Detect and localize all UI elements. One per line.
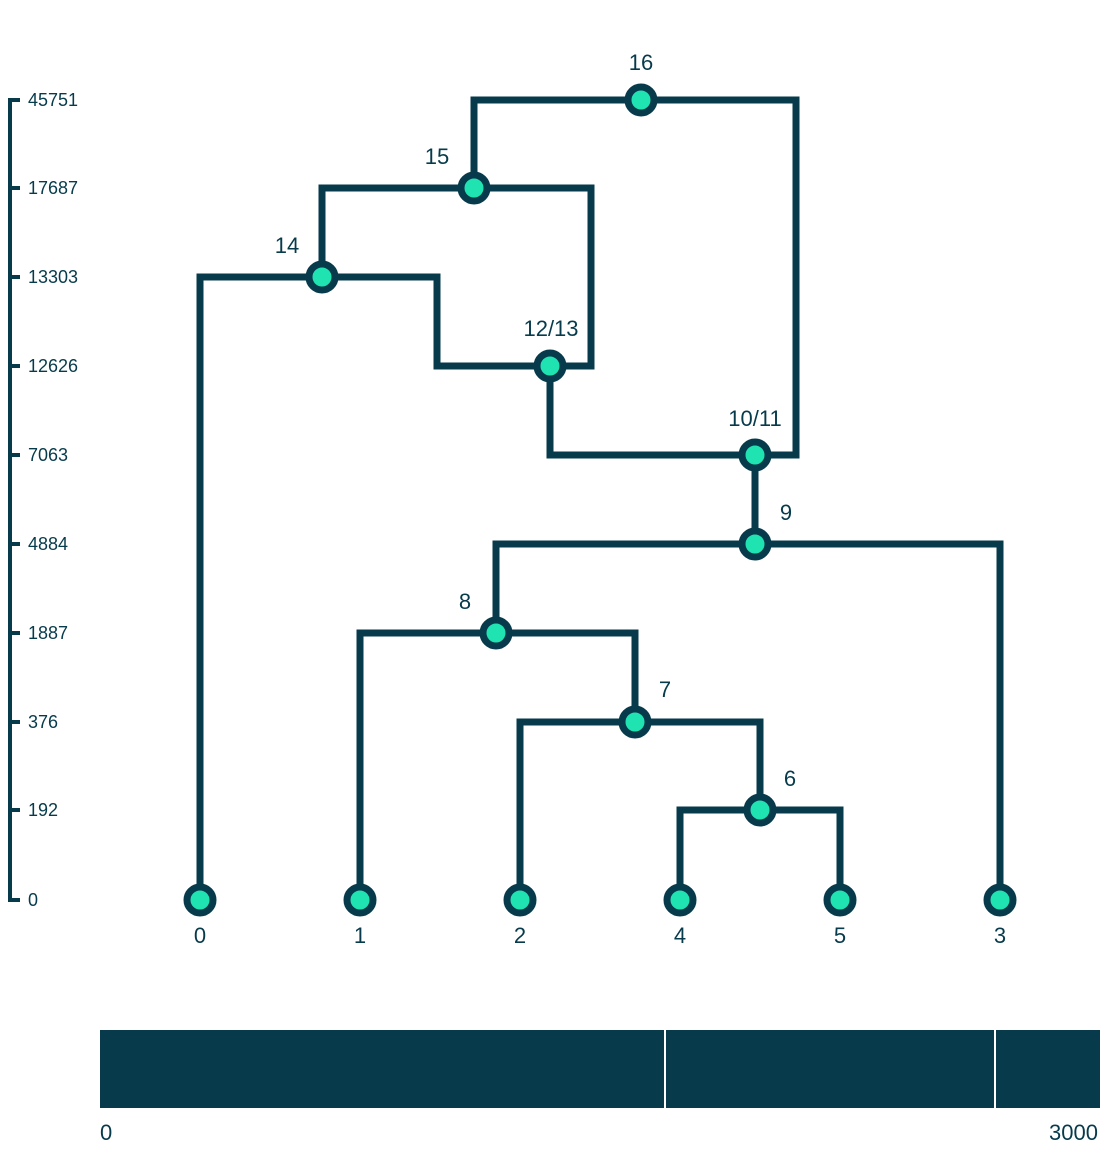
leaf-node-5[interactable] xyxy=(823,883,857,917)
leaf-label: 5 xyxy=(834,923,846,948)
leaf-label: 0 xyxy=(194,923,206,948)
leaf-label: 4 xyxy=(674,923,686,948)
y-tick-label: 376 xyxy=(28,712,58,732)
edge-7-2 xyxy=(516,718,639,904)
node-8[interactable] xyxy=(479,616,513,650)
node-6[interactable] xyxy=(743,793,777,827)
breakpoint-lines xyxy=(664,1030,996,1108)
y-tick-label: 17687 xyxy=(28,178,78,198)
y-axis: 45751 17687 13303 12626 7063 4884 1887 3… xyxy=(8,90,78,910)
node-10-11[interactable] xyxy=(738,438,772,472)
node-label: 16 xyxy=(629,50,653,75)
edge-9-8 xyxy=(492,540,759,637)
node-14[interactable] xyxy=(305,260,339,294)
genome-start-label: 0 xyxy=(100,1120,112,1145)
node-label: 14 xyxy=(275,233,299,258)
node-label: 6 xyxy=(784,766,796,791)
edge-15-12-13 xyxy=(470,184,595,370)
edge-6-4 xyxy=(676,806,764,904)
edge-8-7 xyxy=(492,629,639,726)
y-tick-label: 12626 xyxy=(28,356,78,376)
leaf-node-0[interactable] xyxy=(183,883,217,917)
graph-edges xyxy=(196,96,1004,904)
y-tick-label: 13303 xyxy=(28,267,78,287)
y-tick-label: 7063 xyxy=(28,445,68,465)
node-9[interactable] xyxy=(738,527,772,561)
leaf-nodes: 0 1 2 4 5 3 xyxy=(183,883,1017,948)
leaf-node-3[interactable] xyxy=(983,883,1017,917)
genome-bar: 0 3000 xyxy=(100,1030,1100,1145)
y-tick-label: 192 xyxy=(28,800,58,820)
edge-16-15 xyxy=(470,96,645,192)
edge-12-13-10-11 xyxy=(546,362,759,459)
node-12-13[interactable] xyxy=(533,349,567,383)
leaf-label: 3 xyxy=(994,923,1006,948)
edge-14-0 xyxy=(196,273,326,904)
node-16[interactable] xyxy=(624,83,658,117)
leaf-node-1[interactable] xyxy=(343,883,377,917)
edge-15-14 xyxy=(318,184,478,281)
internal-nodes: 6 7 8 9 10/11 12/13 14 15 16 xyxy=(275,50,796,827)
leaf-node-4[interactable] xyxy=(663,883,697,917)
node-label: 7 xyxy=(659,677,671,702)
node-label: 8 xyxy=(459,589,471,614)
node-label: 9 xyxy=(780,500,792,525)
edge-14-12-13 xyxy=(318,273,554,370)
leaf-label: 2 xyxy=(514,923,526,948)
edge-8-1 xyxy=(356,629,500,904)
node-15[interactable] xyxy=(457,171,491,205)
genome-end-label: 3000 xyxy=(1049,1120,1098,1145)
edge-6-5 xyxy=(756,806,844,904)
y-tick-label: 4884 xyxy=(28,534,68,554)
y-tick-label: 45751 xyxy=(28,90,78,110)
node-label: 10/11 xyxy=(728,406,781,431)
leaf-node-2[interactable] xyxy=(503,883,537,917)
y-tick-label: 0 xyxy=(28,890,38,910)
node-label: 15 xyxy=(425,144,449,169)
node-label: 12/13 xyxy=(523,316,578,341)
y-tick-label: 1887 xyxy=(28,623,68,643)
edge-7-6 xyxy=(631,718,764,814)
genome-bar-background xyxy=(100,1030,1100,1108)
edge-9-3 xyxy=(751,540,1004,904)
node-7[interactable] xyxy=(618,705,652,739)
leaf-label: 1 xyxy=(354,923,366,948)
edge-16-10-11 xyxy=(637,96,800,459)
